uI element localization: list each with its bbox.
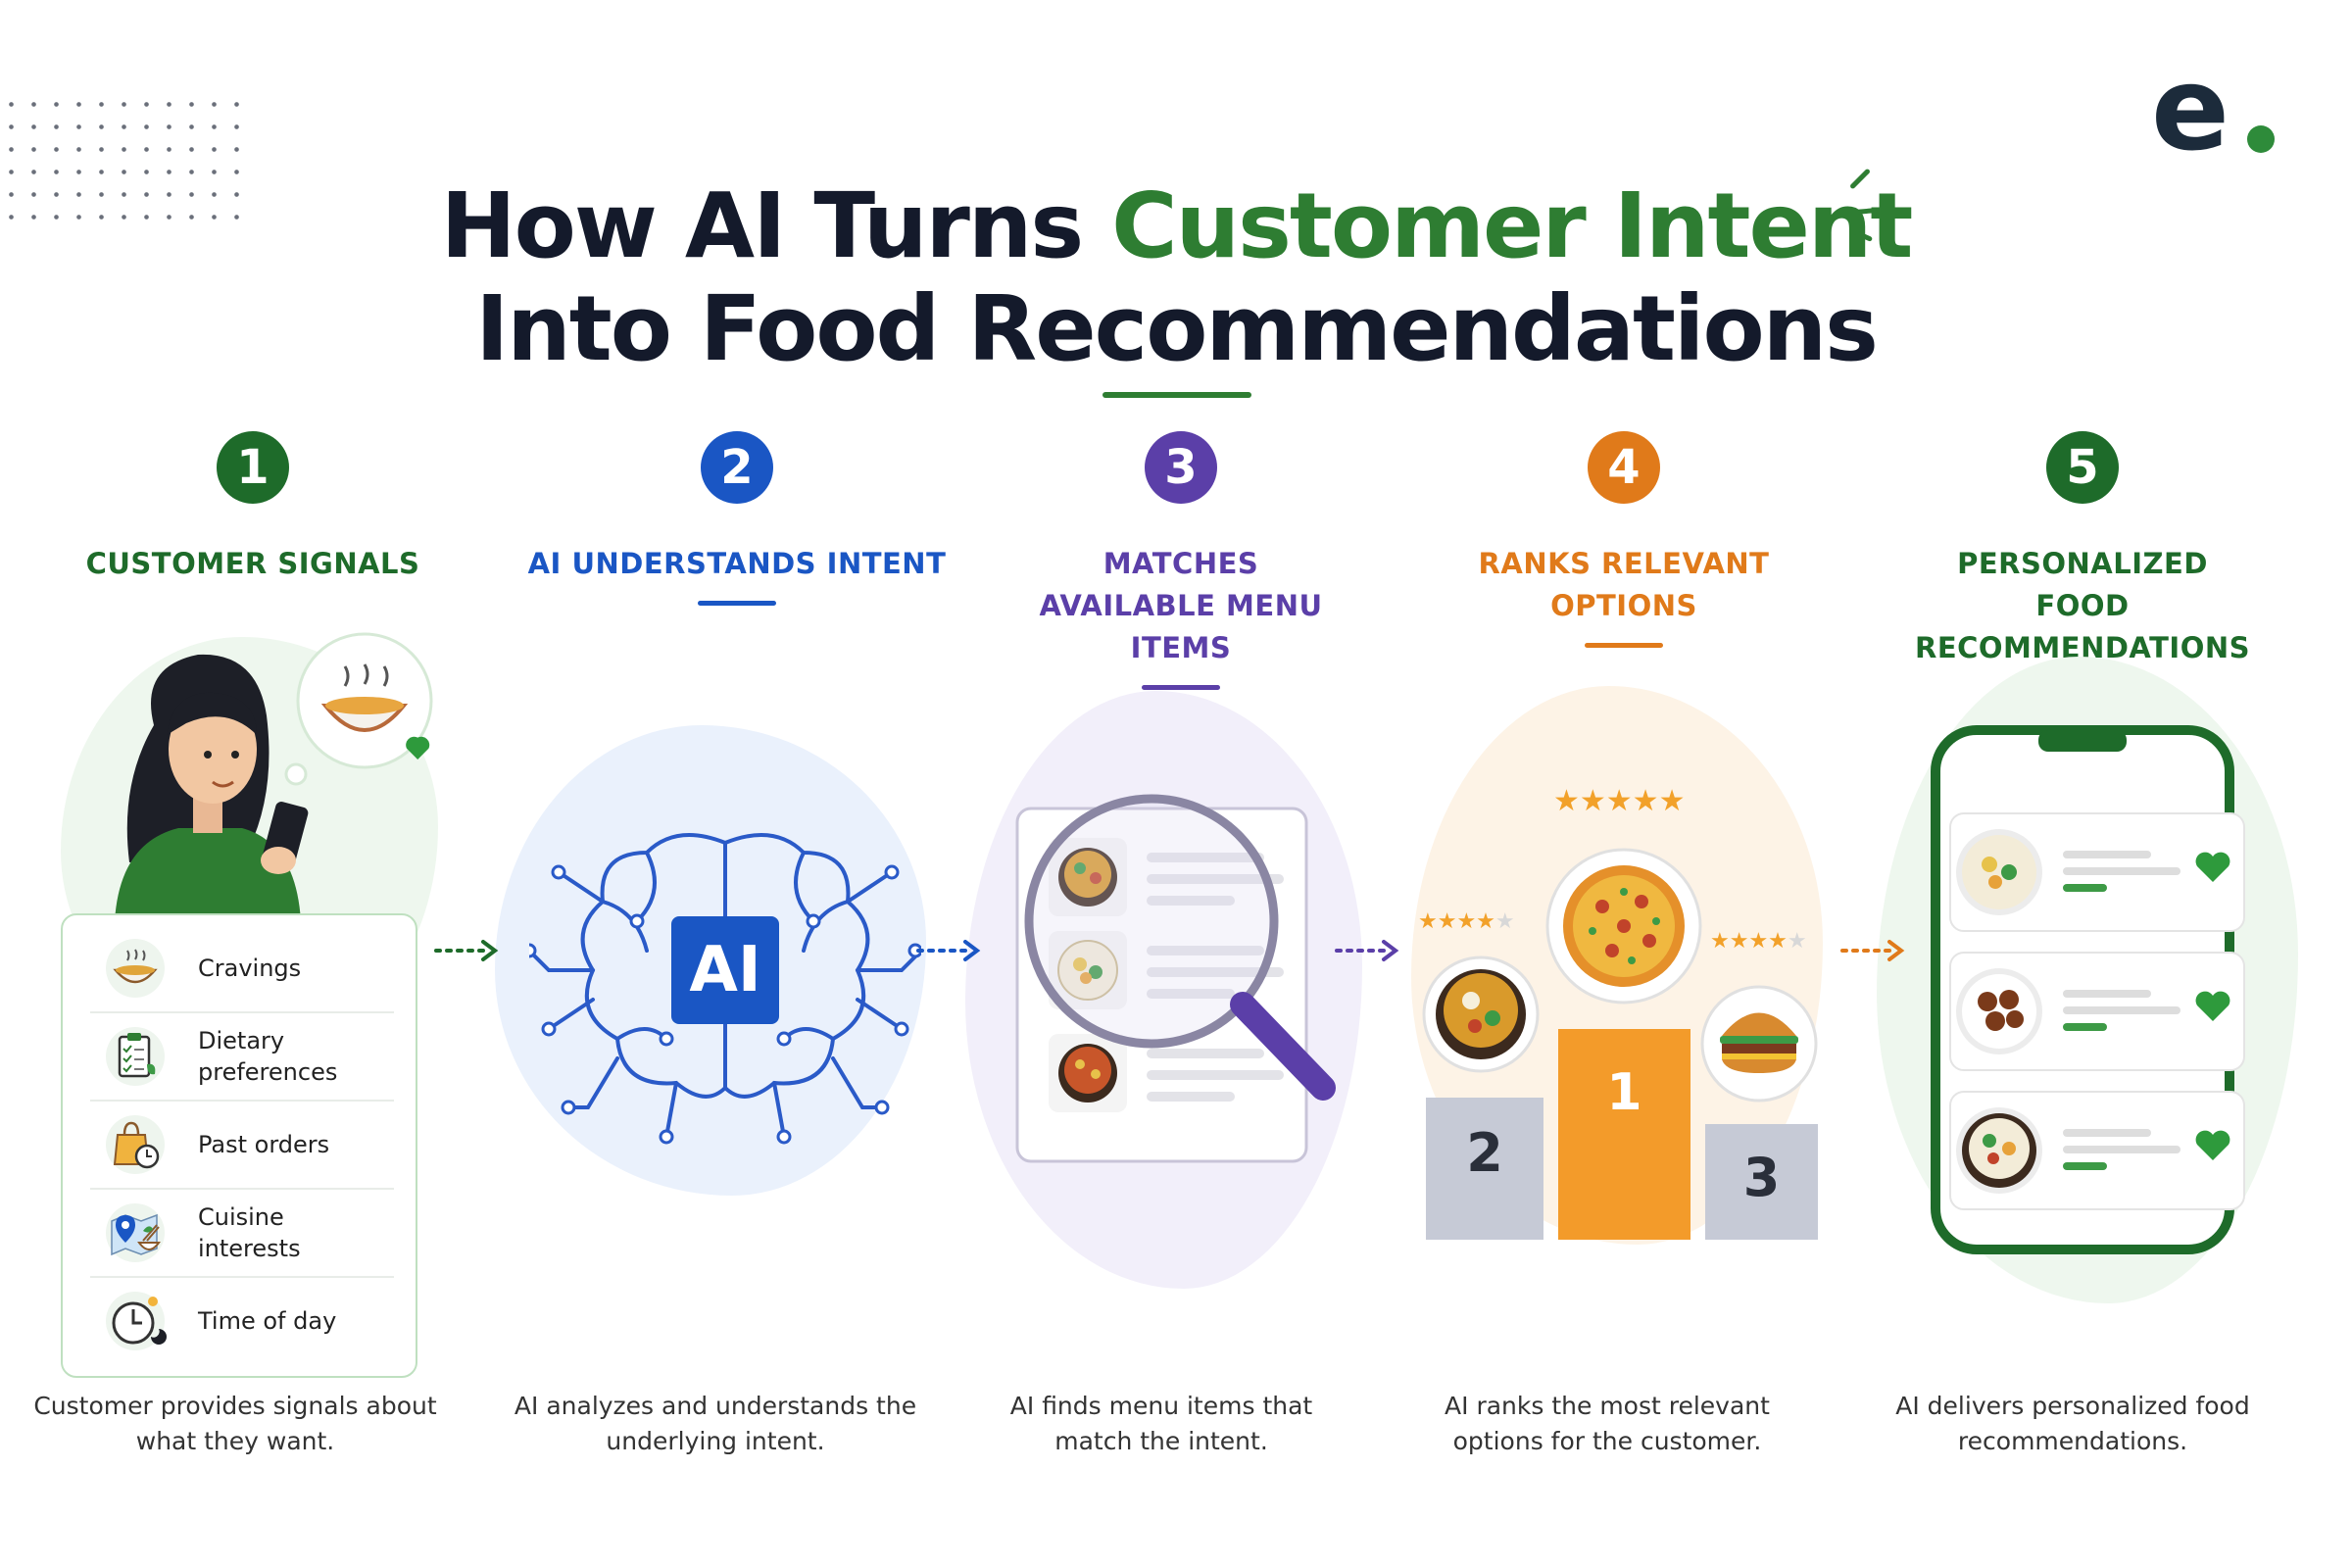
signal-label: Cravings <box>198 955 302 982</box>
step-title: AI UNDERSTANDS INTENT <box>527 547 947 580</box>
ai-brain-circuit-illustration <box>529 833 921 1145</box>
map-pin-food-icon <box>106 1203 165 1262</box>
dot-grid-decoration <box>0 93 245 230</box>
step-2-caption: AI analyzes and understands the underlyi… <box>514 1392 917 1455</box>
shopping-bag-clock-icon <box>106 1115 165 1174</box>
customer-with-phone-illustration <box>115 632 433 921</box>
step-number-badge: 1 <box>217 431 289 504</box>
step-title: CUSTOMER SIGNALS <box>85 547 420 580</box>
signal-row: Past orders <box>90 1102 394 1190</box>
step-3-header: 3 MATCHES AVAILABLE MENU ITEMS <box>965 431 1396 690</box>
arrow-step-4-to-5 <box>1840 940 1905 961</box>
podium-third-label: 3 <box>1742 1147 1781 1208</box>
title-part-1: How AI Turns <box>440 173 1112 278</box>
clock-moon-icon <box>106 1292 167 1350</box>
step-4-caption: AI ranks the most relevant options for t… <box>1445 1392 1770 1455</box>
step-5-header: 5 PERSONALIZED FOOD RECOMMENDATIONS <box>1867 431 2298 690</box>
signal-row: Time of day <box>90 1278 394 1364</box>
svg-text:★★★★★: ★★★★★ <box>1418 909 1515 934</box>
signal-label: Cuisine interests <box>198 1203 301 1262</box>
clipboard-checklist-icon <box>106 1027 165 1086</box>
ai-chip-label: AI <box>689 934 761 1006</box>
step-title: RANKS RELEVANT OPTIONS <box>1478 547 1770 622</box>
podium-second-label: 2 <box>1466 1122 1503 1184</box>
signal-row: Cravings <box>90 925 394 1013</box>
step-5-caption: AI delivers personalized food recommenda… <box>1895 1392 2250 1455</box>
svg-text:★★★★★: ★★★★★ <box>1710 929 1807 954</box>
step-title: PERSONALIZED FOOD RECOMMENDATIONS <box>1914 547 2251 664</box>
step-1-caption: Customer provides signals about what the… <box>33 1392 437 1455</box>
svg-text:★★★★★: ★★★★★ <box>1553 784 1685 818</box>
page-title-line-1: How AI Turns Customer Intent <box>0 181 2352 271</box>
signal-label: Dietary preferences <box>198 1027 338 1086</box>
noodle-bowl-icon <box>106 939 165 998</box>
step-number-badge: 2 <box>701 431 773 504</box>
step-1-header: 1 CUSTOMER SIGNALS <box>37 431 468 585</box>
step-number-badge: 5 <box>2046 431 2119 504</box>
brand-logo: e <box>2151 51 2278 167</box>
title-accent: Customer Intent <box>1111 173 1913 278</box>
step-underline <box>1585 643 1663 648</box>
step-3-caption: AI finds menu items that match the inten… <box>1009 1392 1313 1455</box>
phone-recommendations-illustration <box>1931 725 2245 1254</box>
step-4-header: 4 RANKS RELEVANT OPTIONS <box>1408 431 1839 648</box>
step-underline <box>1142 685 1220 690</box>
signal-row: Cuisine interests <box>90 1190 394 1278</box>
signal-row: Dietary preferences <box>90 1013 394 1102</box>
logo-letter: e <box>2151 41 2230 176</box>
page-title-line-2: Into Food Recommendations <box>475 276 1879 381</box>
menu-search-magnifier-illustration <box>1015 794 1336 1163</box>
logo-dot <box>2247 125 2275 153</box>
arrow-step-2-to-3 <box>916 940 981 961</box>
customer-signals-card: Cravings Dietary preferences Past orders <box>61 913 417 1378</box>
step-title: MATCHES AVAILABLE MENU ITEMS <box>1039 547 1323 664</box>
step-number-badge: 4 <box>1588 431 1660 504</box>
step-underline <box>698 601 776 606</box>
podium-first-label: 1 <box>1606 1063 1642 1122</box>
signal-label: Time of day <box>198 1307 337 1335</box>
arrow-step-1-to-2 <box>434 940 499 961</box>
signal-label: Past orders <box>198 1131 330 1158</box>
title-underline <box>1102 392 1251 398</box>
step-number-badge: 3 <box>1145 431 1217 504</box>
ranking-podium-illustration: ★★★★★ ★★★★★ ★★★★★ <box>1418 784 1818 1240</box>
step-2-header: 2 AI UNDERSTANDS INTENT <box>521 431 953 606</box>
arrow-step-3-to-4 <box>1335 940 1399 961</box>
